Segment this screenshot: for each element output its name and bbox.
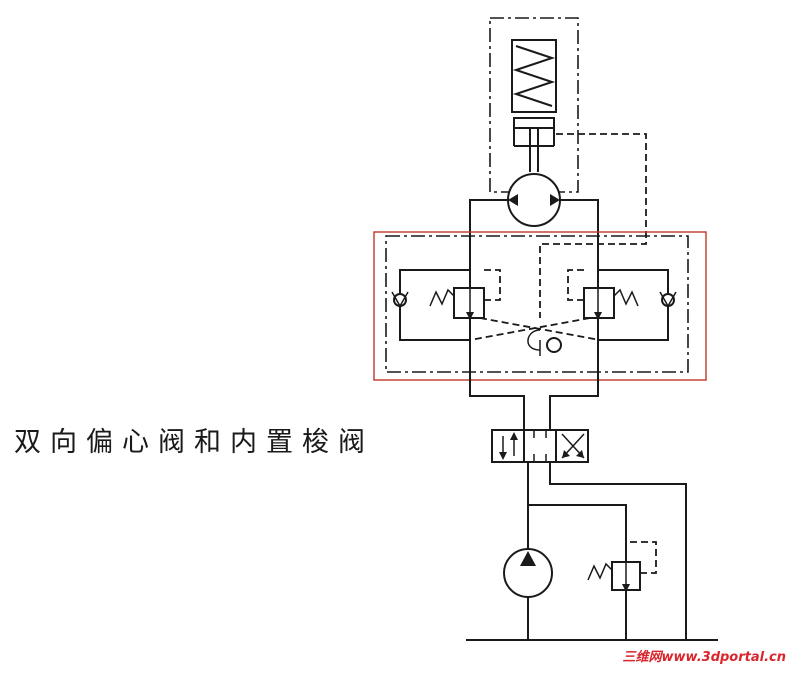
shuttle-valve-symbol xyxy=(527,329,562,356)
line-a-to-dcv xyxy=(469,372,525,430)
pump-triangle xyxy=(520,551,536,566)
main-line-right xyxy=(560,199,599,396)
pump-symbol xyxy=(503,505,553,640)
rotary-arrow-right xyxy=(550,194,560,206)
relief-branch-line xyxy=(528,504,627,562)
spring-chamber xyxy=(511,39,557,113)
valve-block-frame xyxy=(385,235,689,373)
tank-return-line xyxy=(549,462,687,640)
pilot-left xyxy=(484,269,501,301)
main-line-left xyxy=(469,199,508,396)
pilot-line-top xyxy=(539,133,647,318)
system-relief-pilot xyxy=(626,541,657,574)
pilot-right xyxy=(567,269,584,301)
check-valve-left-symbol xyxy=(391,291,409,308)
shuttle-ball xyxy=(546,337,562,353)
spring-left xyxy=(429,288,455,307)
cross-pilot-b xyxy=(469,317,591,341)
directional-valve-symbol xyxy=(491,429,589,463)
rotary-actuator-symbol xyxy=(507,173,561,227)
watermark-text: 三维网www.3dportal.cn xyxy=(622,650,786,665)
shuttle-seat-left xyxy=(527,329,541,351)
spring-right xyxy=(613,288,639,307)
system-relief-valve-symbol xyxy=(587,541,657,640)
piston xyxy=(513,117,555,129)
cylinder-spring-symbol xyxy=(489,17,579,193)
relief-valve-right-symbol xyxy=(567,269,639,320)
diagram-caption: 双向偏心阀和内置梭阀 xyxy=(14,427,374,458)
cross-pilot-a xyxy=(479,317,601,341)
spring-zigzag xyxy=(512,45,556,107)
system-relief-spring xyxy=(587,562,613,581)
highlight-frame xyxy=(373,231,707,381)
line-b-to-dcv xyxy=(549,372,599,430)
check-valve-right-symbol xyxy=(659,291,677,308)
cylinder-enclosure-frame xyxy=(489,17,579,193)
rotary-arrow-left xyxy=(508,194,518,206)
relief-valve-left-symbol xyxy=(429,269,501,320)
